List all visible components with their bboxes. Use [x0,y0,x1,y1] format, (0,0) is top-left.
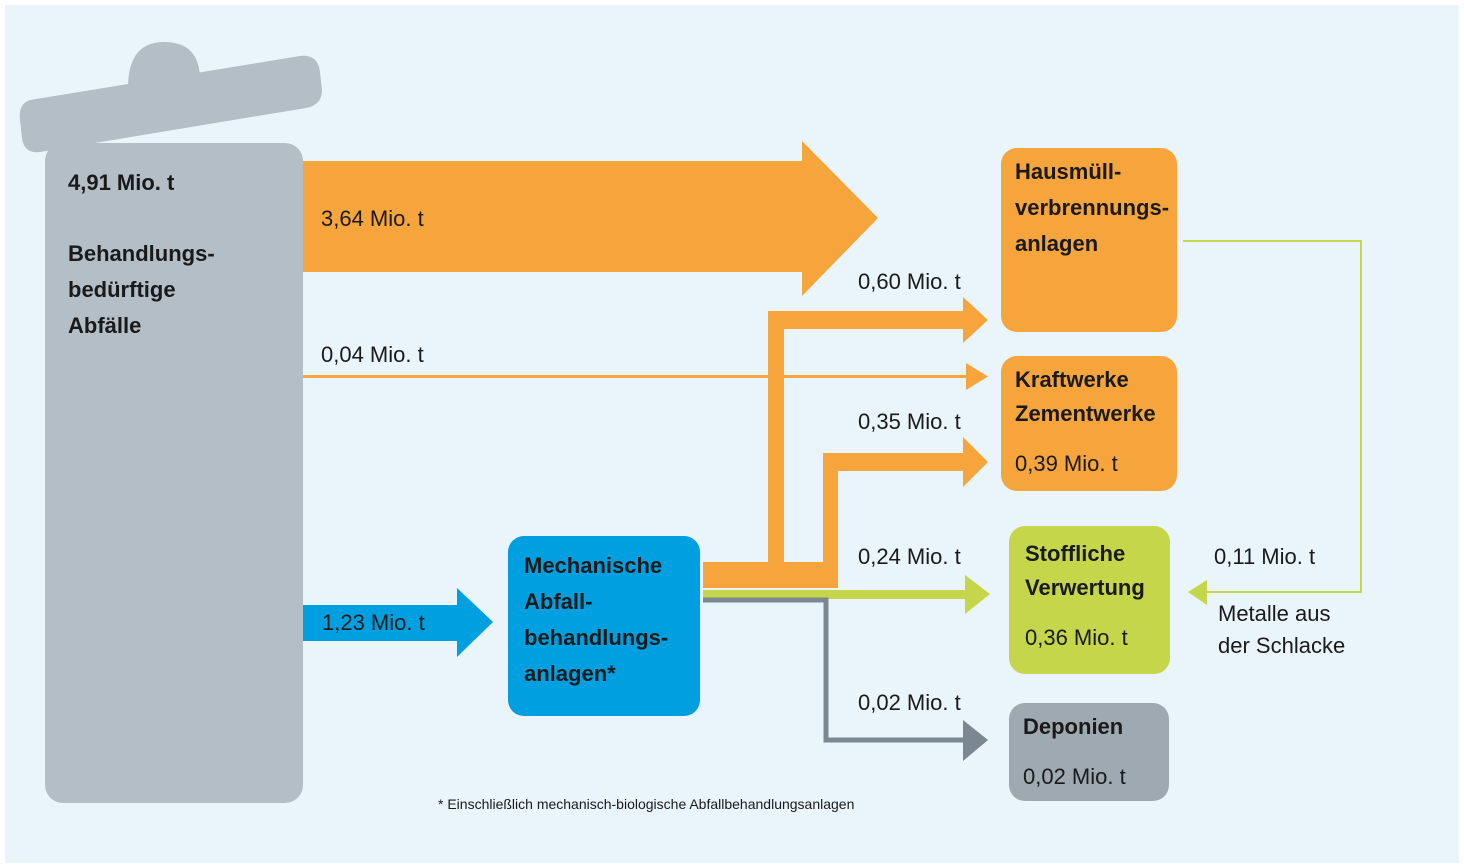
mba-label-line1: Mechanische [524,553,663,578]
hmva-box: Hausmüll- verbrennungs- anlagen [1001,148,1177,332]
hmva-label-line1: Hausmüll- [1015,159,1122,184]
arrow-to-hmva [303,141,878,296]
mba-box: Mechanische Abfall- behandlungs- anlagen… [508,536,700,716]
kraftwerke-label-line1: Kraftwerke [1015,367,1129,392]
arrowhead-to-stofflich [965,575,990,614]
mba-label-line2: Abfall- [524,589,593,614]
flow-label-metals: 0,11 Mio. t [1214,544,1316,569]
bin-lid [19,55,322,153]
arrowhead-to-kraftwerke [966,363,988,390]
arrow-to-mba [303,588,493,657]
source-label-line3: Abfälle [68,313,142,338]
arrow-mba-to-stofflich [703,590,968,599]
mba-label-line4: anlagen* [524,661,616,686]
source-total: 4,91 Mio. t [68,170,175,195]
stofflich-amount: 0,36 Mio. t [1025,625,1128,650]
source-label-line2: bedürftige [68,277,176,302]
flow-label-to-hmva: 3,64 Mio. t [321,206,424,231]
flow-label-mba-to-deponien: 0,02 Mio. t [858,690,961,715]
hmva-label-line2: verbrennungs- [1015,195,1170,220]
mba-label-line3: behandlungs- [524,625,669,650]
arrow-mba-to-kraftwerke [823,437,988,576]
flow-label-mba-to-hmva: 0,60 Mio. t [858,269,961,294]
arrowhead-to-deponien [963,720,988,761]
deponien-box: Deponien 0,02 Mio. t [1009,703,1169,801]
arrow-mba-to-deponien [703,597,963,743]
line-metals-return [1183,240,1362,593]
kraftwerke-box: Kraftwerke Zementwerke 0,39 Mio. t [1001,356,1177,491]
flow-note-metals-line2: der Schlacke [1218,633,1346,658]
arrowhead-metals-return [1188,580,1207,605]
line-to-kraftwerke [303,375,973,378]
kraftwerke-label-line2: Zementwerke [1015,401,1156,426]
source-label-line1: Behandlungs- [68,241,215,266]
stofflich-label-line2: Verwertung [1025,575,1145,600]
kraftwerke-amount: 0,39 Mio. t [1015,451,1118,476]
footnote: * Einschließlich mechanisch-biologische … [438,796,855,812]
flow-label-to-mba: 1,23 Mio. t [322,610,425,635]
hmva-label-line3: anlagen [1015,231,1099,256]
flow-label-to-kraftwerke: 0,04 Mio. t [321,342,424,367]
flow-label-mba-to-kraftwerke: 0,35 Mio. t [858,409,961,434]
waste-bin-body [45,143,303,803]
deponien-label: Deponien [1023,714,1124,739]
flow-note-metals-line1: Metalle aus [1218,601,1331,626]
stofflich-label-line1: Stoffliche [1025,541,1126,566]
stofflich-box: Stoffliche Verwertung 0,36 Mio. t [1009,526,1170,674]
deponien-amount: 0,02 Mio. t [1023,764,1126,789]
flow-label-mba-to-stofflich: 0,24 Mio. t [858,544,961,569]
arrow-mba-to-hmva [768,297,988,576]
